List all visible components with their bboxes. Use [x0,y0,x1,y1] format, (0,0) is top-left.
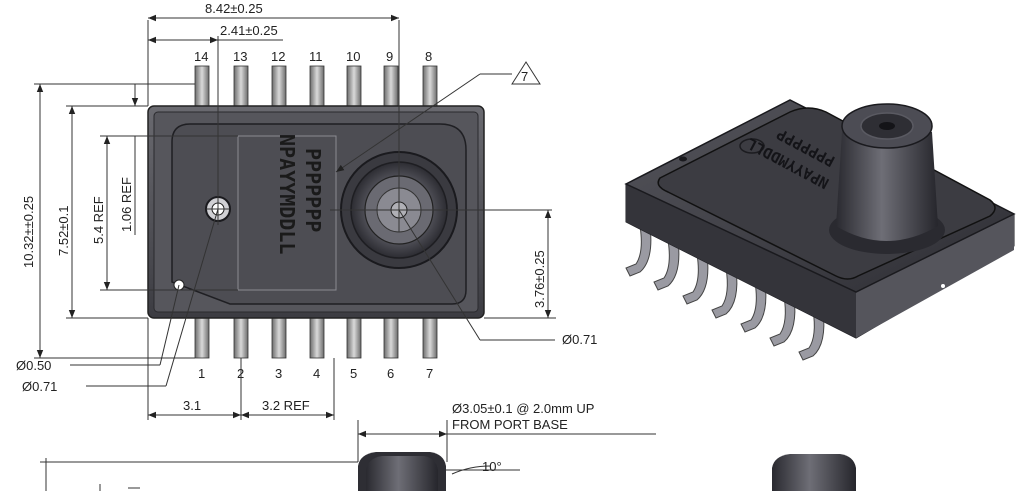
package-top-view: PPPPPPP NPAYYMDDLL [147,105,485,319]
top-pin-labels: 14 13 12 11 10 9 8 [194,49,432,64]
pin-label-8: 8 [425,49,432,64]
dim-small-hole-b: Ø0.71 [22,379,57,394]
dim-port-offset: 3.76±0.25 [532,250,547,308]
pin-label-4: 4 [313,366,320,381]
pin-label-9: 9 [386,49,393,64]
iso-pins [625,225,825,361]
bottom-pin-labels: 1 2 3 4 5 6 7 [198,366,433,381]
pin-label-13: 13 [233,49,247,64]
pin-label-5: 5 [350,366,357,381]
dim-pin-offset: 2.41±0.25 [220,23,278,38]
dim-overall-height: 10.32±±0.25 [21,196,36,268]
pin-label-12: 12 [271,49,285,64]
pin-label-11: 11 [309,49,323,64]
pin-label-1: 1 [198,366,205,381]
dim-pin-span-a: 3.1 [183,398,201,413]
pin-label-10: 10 [346,49,360,64]
dim-overall-width: 8.42±0.25 [205,1,263,16]
note-triangle [511,61,541,85]
dim-ref-1-06: 1.06 REF [119,177,134,232]
bottom-pin-row [194,317,438,359]
pin-label-14: 14 [194,49,208,64]
pin-label-7: 7 [426,366,433,381]
top-pin-row [194,65,438,107]
dim-angle: 10° [482,459,502,474]
dim-body-height: 7.52±0.1 [56,205,71,256]
side-view-partial: 10° [40,452,856,491]
dim-small-hole-a: Ø0.50 [16,358,51,373]
marking-line-2: NPAYYMDDLL [275,134,299,254]
note-number: 7 [521,69,528,84]
pin-label-3: 3 [275,366,282,381]
dim-port-diameter-2: FROM PORT BASE [452,417,568,432]
dim-pin-span-b: 3.2 REF [262,398,310,413]
pin-label-6: 6 [387,366,394,381]
marking-line-1: PPPPPPP [301,148,325,232]
dim-ref-5-4: 5.4 REF [91,196,106,244]
dim-port-diameter-1: Ø3.05±0.1 @ 2.0mm UP [452,401,594,416]
dim-port-hole: Ø0.71 [562,332,597,347]
isometric-view: PPPPPPP NPAYYMDDLL [624,99,1016,361]
